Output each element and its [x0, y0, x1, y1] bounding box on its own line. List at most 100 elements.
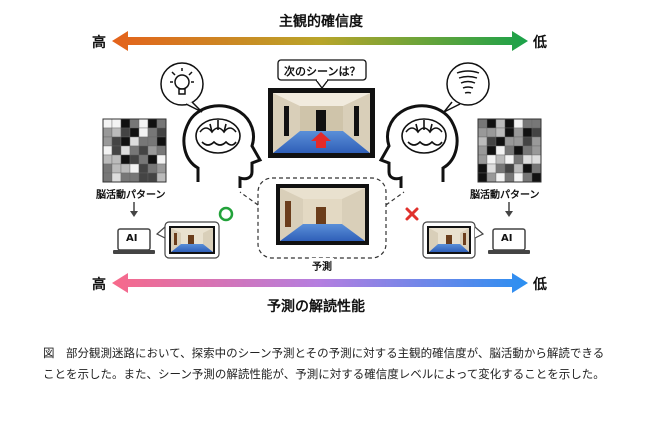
brain-pattern-cell [156, 163, 167, 174]
brain-pattern-cell [486, 163, 497, 174]
brain-pattern-cell [531, 136, 542, 147]
brain-pattern-cell [120, 172, 131, 183]
decoding-high-label: 高 [92, 277, 106, 293]
arrow-down-left [130, 202, 138, 217]
brain-pattern-cell [102, 136, 113, 147]
head-right [378, 104, 459, 188]
brain-pattern-cell [102, 145, 113, 156]
scene-bubble-right [422, 221, 485, 259]
brain-pattern-cell [504, 145, 515, 156]
brain-icon [195, 118, 241, 154]
brain-pattern-cell [147, 163, 158, 174]
tornado-icon [456, 70, 480, 94]
brain-pattern-cell [522, 172, 533, 183]
brain-pattern-cell [129, 163, 140, 174]
brain-pattern-cell [504, 136, 515, 147]
brain-pattern-label-left: 脳活動パターン [96, 190, 166, 201]
brain-pattern-cell [477, 118, 488, 129]
brain-pattern-cell [111, 118, 122, 129]
cross-icon [405, 207, 419, 221]
head-left [182, 104, 263, 188]
brain-pattern-cell [477, 163, 488, 174]
question-bubble-text: 次のシーンは？ [284, 65, 361, 78]
brain-pattern-cell [477, 154, 488, 165]
brain-pattern-grid-right [477, 118, 542, 183]
brain-pattern-cell [138, 127, 149, 138]
brain-pattern-cell [138, 154, 149, 165]
brain-pattern-cell [522, 118, 533, 129]
brain-pattern-cell [102, 118, 113, 129]
brain-pattern-cell [147, 145, 158, 156]
brain-pattern-cell [147, 127, 158, 138]
brain-pattern-cell [486, 154, 497, 165]
brain-pattern-cell [129, 172, 140, 183]
brain-pattern-cell [120, 118, 131, 129]
brain-pattern-cell [120, 163, 131, 174]
brain-pattern-cell [522, 136, 533, 147]
confidence-low-label: 低 [533, 35, 547, 51]
brain-pattern-cell [147, 118, 158, 129]
brain-pattern-cell [156, 154, 167, 165]
brain-pattern-cell [102, 163, 113, 174]
brain-pattern-cell [147, 172, 158, 183]
scene-bubble-left [155, 221, 220, 259]
brain-pattern-cell [111, 136, 122, 147]
arrow-up-icon [311, 132, 331, 148]
brain-pattern-cell [486, 172, 497, 183]
brain-pattern-cell [147, 154, 158, 165]
brain-pattern-cell [522, 163, 533, 174]
brain-pattern-cell [138, 145, 149, 156]
brain-pattern-cell [102, 172, 113, 183]
brain-pattern-cell [120, 127, 131, 138]
brain-pattern-cell [138, 118, 149, 129]
brain-pattern-cell [504, 172, 515, 183]
lightbulb-icon [170, 68, 194, 95]
brain-pattern-cell [129, 145, 140, 156]
brain-pattern-cell [129, 118, 140, 129]
brain-pattern-cell [111, 127, 122, 138]
brain-pattern-cell [156, 145, 167, 156]
brain-pattern-cell [513, 154, 524, 165]
brain-pattern-cell [495, 145, 506, 156]
brain-pattern-cell [513, 118, 524, 129]
brain-pattern-cell [513, 145, 524, 156]
brain-pattern-cell [513, 163, 524, 174]
brain-pattern-cell [531, 127, 542, 138]
brain-pattern-cell [129, 136, 140, 147]
brain-pattern-cell [156, 127, 167, 138]
brain-pattern-cell [120, 145, 131, 156]
brain-pattern-cell [129, 127, 140, 138]
brain-pattern-cell [495, 118, 506, 129]
brain-pattern-cell [147, 136, 158, 147]
brain-pattern-cell [495, 154, 506, 165]
brain-pattern-cell [522, 154, 533, 165]
scene-question [268, 88, 375, 158]
brain-pattern-cell [504, 154, 515, 165]
brain-pattern-cell [111, 163, 122, 174]
brain-pattern-cell [531, 145, 542, 156]
brain-pattern-cell [495, 127, 506, 138]
brain-pattern-border [102, 118, 167, 183]
ai-label-left: AI [126, 233, 138, 244]
brain-pattern-cell [504, 163, 515, 174]
confidence-axis-title: 主観的確信度 [279, 14, 363, 30]
brain-pattern-cell [522, 145, 533, 156]
brain-pattern-cell [531, 172, 542, 183]
brain-pattern-cell [156, 172, 167, 183]
laptop-icon [113, 228, 155, 254]
confidence-high-label: 高 [92, 35, 106, 51]
brain-pattern-cell [477, 136, 488, 147]
brain-pattern-cell [495, 172, 506, 183]
thought-bubble-right [443, 62, 490, 113]
brain-pattern-cell [477, 145, 488, 156]
brain-pattern-cell [138, 163, 149, 174]
brain-pattern-cell [531, 163, 542, 174]
brain-pattern-cell [129, 154, 140, 165]
brain-pattern-cell [513, 172, 524, 183]
decoding-low-label: 低 [533, 277, 547, 293]
brain-pattern-cell [120, 154, 131, 165]
brain-pattern-cell [102, 127, 113, 138]
brain-pattern-cell [504, 127, 515, 138]
thought-bubble-left [160, 62, 204, 113]
prediction-label: 予測 [310, 258, 334, 273]
